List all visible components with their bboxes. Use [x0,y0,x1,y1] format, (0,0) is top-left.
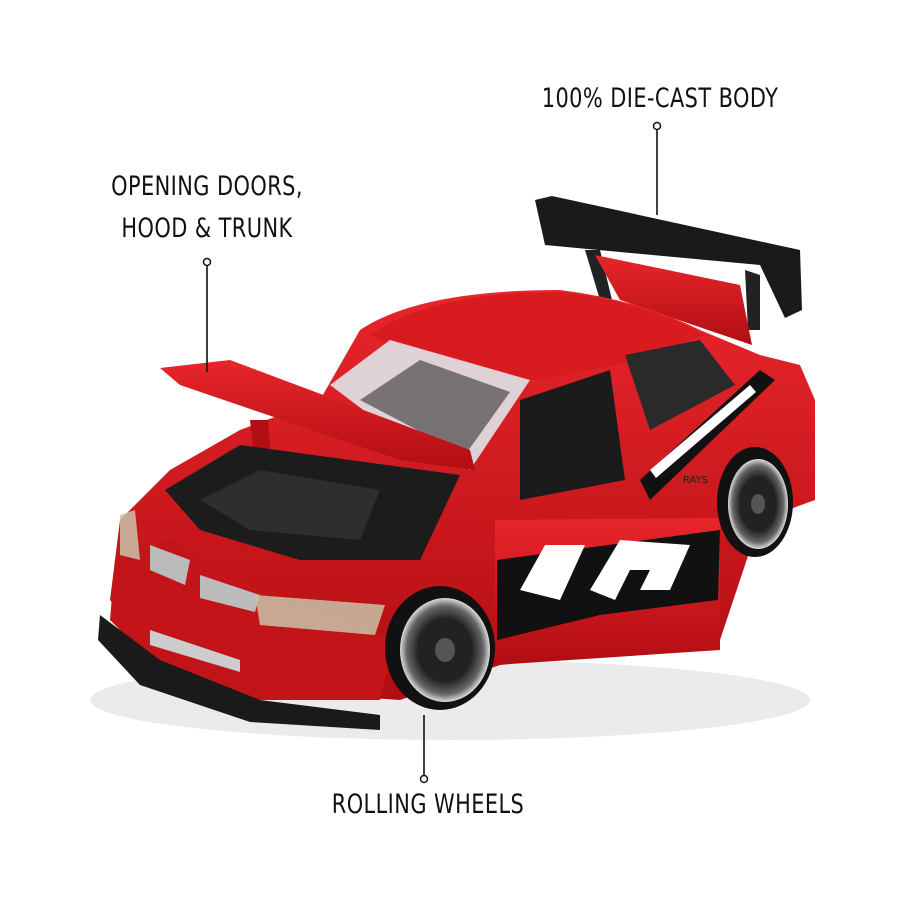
headlight [255,595,385,635]
callout-rolling-wheels: ROLLING WHEELS [331,789,525,820]
rear-wheel [717,447,793,557]
front-wheel [385,586,495,710]
wheels-callout-dot [419,774,429,784]
callout-opening-doors-line2: HOOD & TRUNK [121,213,293,244]
callout-die-cast-body: 100% DIE-CAST BODY [541,83,779,114]
open-door: 4R [495,518,720,665]
rear-spoiler [535,196,802,330]
trunk-lid [595,255,752,345]
doors-callout-dot [202,257,212,267]
callout-opening-doors-line1: OPENING DOORS, [111,171,303,202]
front-bumper [98,510,395,730]
body-callout-dot [652,121,662,131]
front-splitter [98,615,380,730]
rays-badge: RAYS [683,475,708,486]
